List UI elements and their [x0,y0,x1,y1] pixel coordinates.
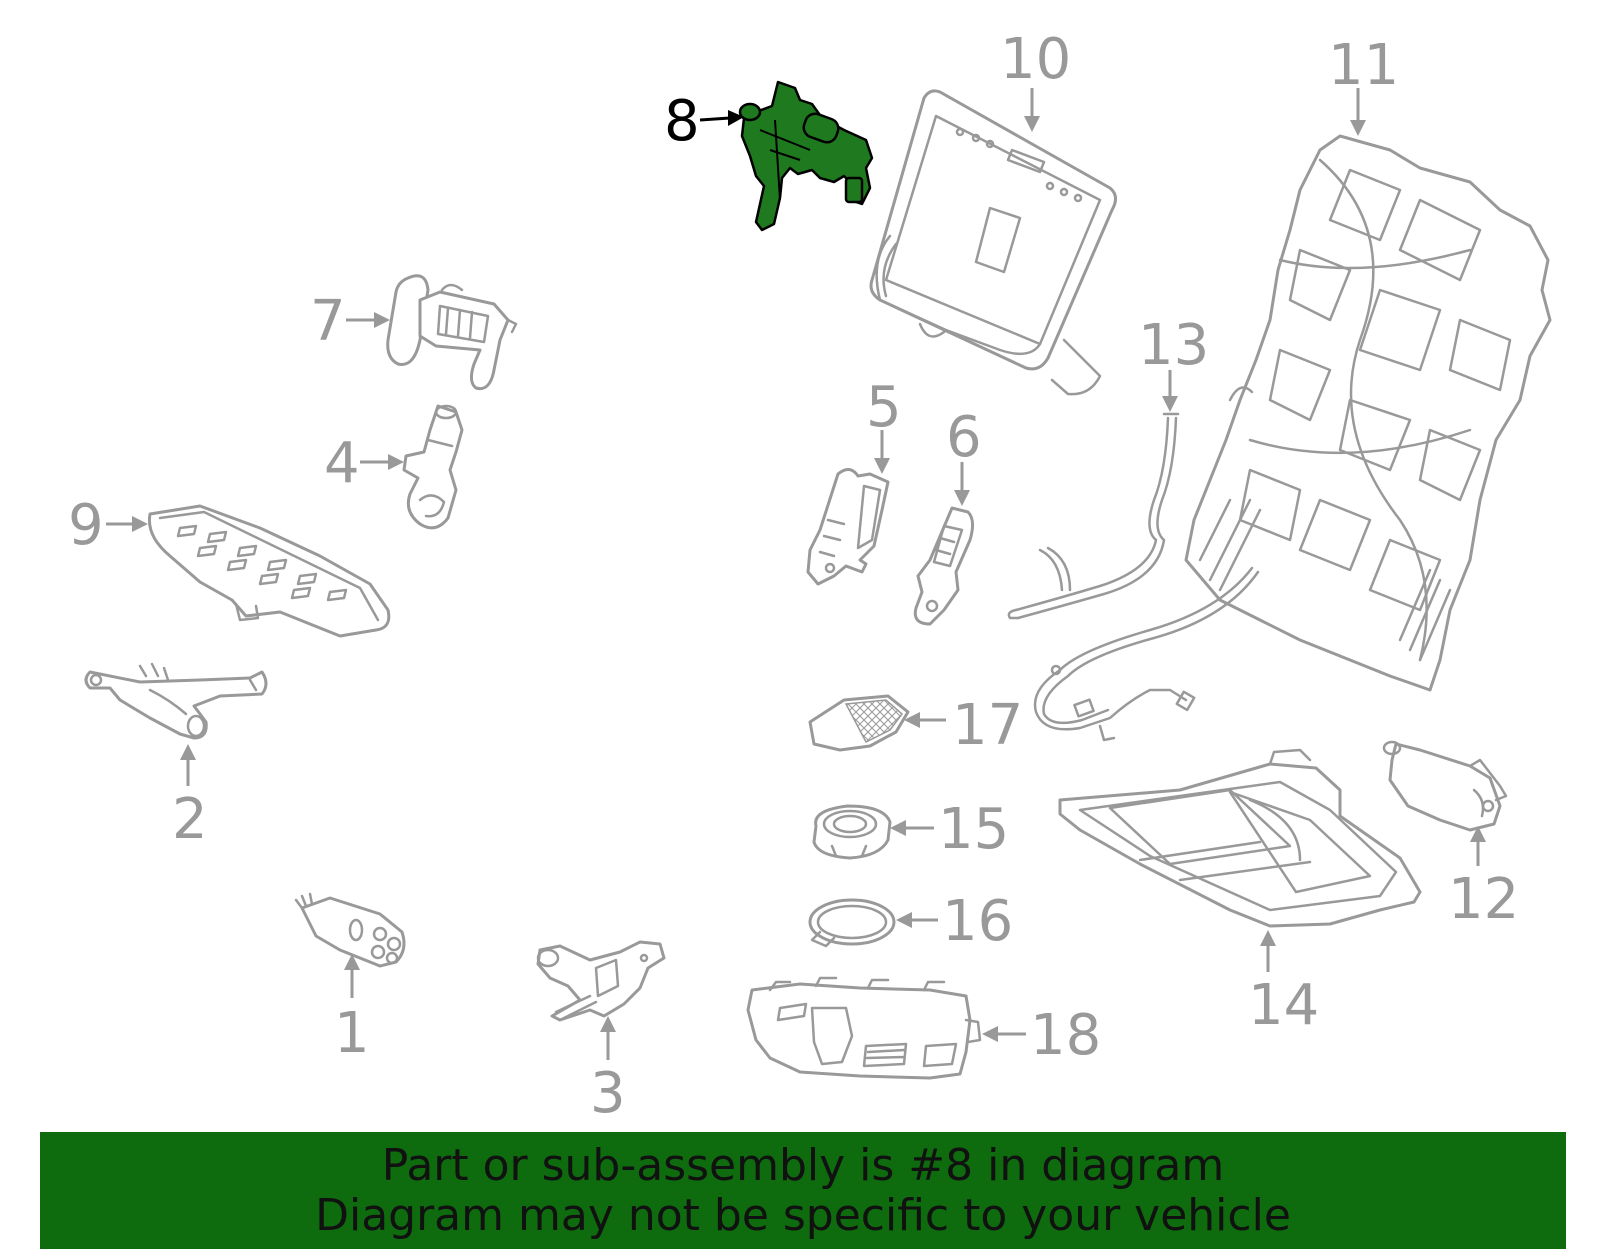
label-9: 9 [68,493,104,558]
callout-2: 2 [172,744,208,852]
part-13[interactable] [1007,412,1180,620]
callout-12: 12 [1448,826,1519,932]
callout-5: 5 [866,375,902,474]
part-6[interactable] [913,506,975,626]
part-14[interactable] [1058,748,1422,928]
callout-14: 14 [1248,930,1319,1038]
part-18[interactable] [746,976,982,1080]
callout-8: 8 [664,89,744,154]
callout-10: 10 [1000,27,1071,132]
callout-6: 6 [946,405,982,506]
part-5[interactable] [806,468,890,586]
callout-9: 9 [68,493,148,558]
part-11[interactable] [1184,134,1552,692]
part-2[interactable] [84,662,268,740]
part-12[interactable] [1382,740,1508,832]
label-2: 2 [172,787,208,852]
callout-3: 3 [590,1016,626,1126]
label-15: 15 [938,797,1009,862]
label-8: 8 [664,89,700,154]
callout-18: 18 [982,1003,1101,1068]
part-15[interactable] [812,804,892,860]
label-11: 11 [1328,33,1399,98]
part-9[interactable] [147,504,391,638]
label-3: 3 [590,1061,626,1126]
label-5: 5 [866,375,902,440]
wire-harness [1033,566,1260,742]
callout-11: 11 [1328,33,1399,136]
callout-7: 7 [310,289,390,354]
label-17: 17 [952,693,1023,758]
label-7: 7 [310,289,346,354]
callout-4: 4 [324,431,404,496]
part-8-highlighted[interactable] [738,80,874,232]
part-4[interactable] [402,404,464,530]
banner-line-1: Part or sub-assembly is #8 in diagram [381,1139,1225,1191]
part-17[interactable] [808,694,910,752]
label-6: 6 [946,405,982,470]
callout-15: 15 [890,797,1009,862]
label-16: 16 [942,889,1013,954]
callout-16: 16 [896,889,1013,954]
callout-17: 17 [904,693,1023,758]
banner-line-2: Diagram may not be specific to your vehi… [315,1189,1291,1241]
callout-1: 1 [334,954,370,1066]
callout-13: 13 [1138,313,1209,412]
label-14: 14 [1248,973,1319,1038]
part-7[interactable] [386,274,518,391]
label-4: 4 [324,431,360,496]
part-3[interactable] [536,940,666,1022]
label-1: 1 [334,1001,370,1066]
part-1[interactable] [294,892,406,968]
info-banner: Part or sub-assembly is #8 in diagram Di… [40,1132,1566,1249]
label-13: 13 [1138,313,1209,378]
part-10[interactable] [869,89,1117,396]
label-12: 12 [1448,867,1519,932]
part-16[interactable] [808,898,896,948]
label-10: 10 [1000,27,1071,92]
label-18: 18 [1030,1003,1101,1068]
